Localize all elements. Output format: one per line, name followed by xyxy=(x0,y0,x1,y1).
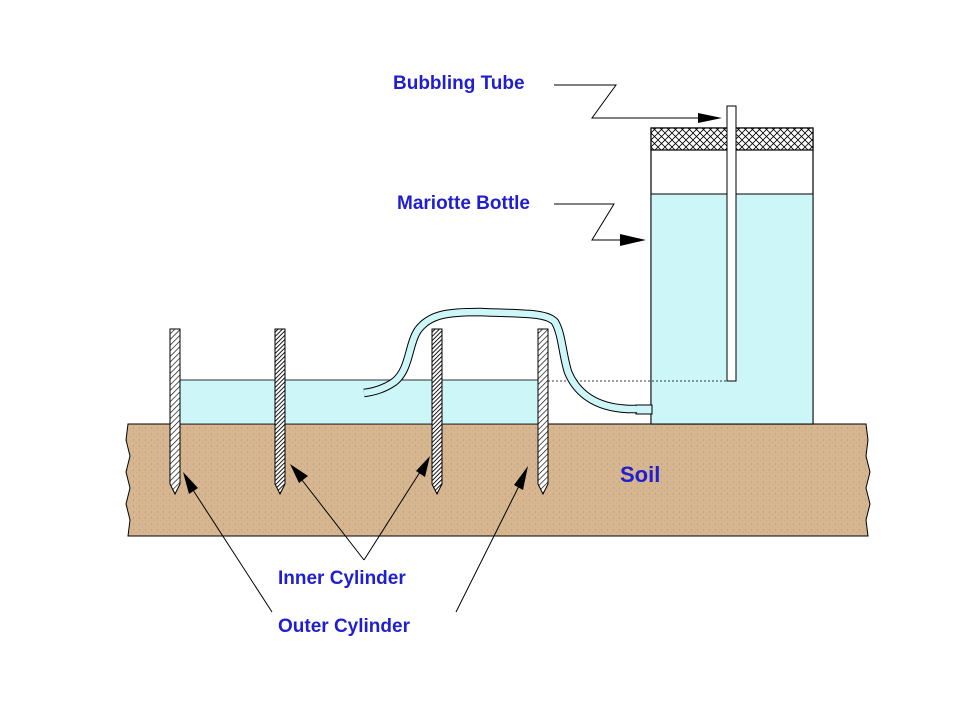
inner-cylinder-left-wall xyxy=(274,328,286,496)
bottle-outlet xyxy=(635,404,653,415)
outer-cylinder-leader-right xyxy=(455,485,520,613)
outer-cylinder-left-wall xyxy=(169,328,181,496)
mariotte-bottle-arrowhead xyxy=(620,234,646,246)
outer-cylinder-leader-left xyxy=(192,489,273,613)
inner-cylinder-leader-left xyxy=(301,479,365,561)
mariotte-bottle-label: Mariotte Bottle xyxy=(397,193,530,214)
bubbling-tube xyxy=(726,105,737,382)
inner-cylinder-leader-right xyxy=(363,471,421,561)
outer-ring-water xyxy=(179,379,549,425)
inner-cylinder-right-wall xyxy=(431,328,443,496)
inner-cylinder-arrowhead-left xyxy=(290,464,308,483)
outer-cylinder-arrowhead-left xyxy=(183,472,198,494)
inner-cylinder-arrowhead-right xyxy=(416,456,430,477)
mariotte-bottle-leader xyxy=(554,203,622,241)
inner-cylinder-label: Inner Cylinder xyxy=(278,568,406,589)
outer-cylinder-label: Outer Cylinder xyxy=(278,616,411,637)
outer-cylinder-right-wall xyxy=(537,328,549,496)
bubbling-tube-label: Bubbling Tube xyxy=(393,73,525,94)
bubbling-tube-arrowhead xyxy=(698,113,722,123)
soil-block xyxy=(125,423,871,537)
outer-cylinder-arrowhead-right xyxy=(514,466,528,490)
bubbling-tube-leader xyxy=(554,84,700,119)
soil-label: Soil xyxy=(620,462,660,487)
